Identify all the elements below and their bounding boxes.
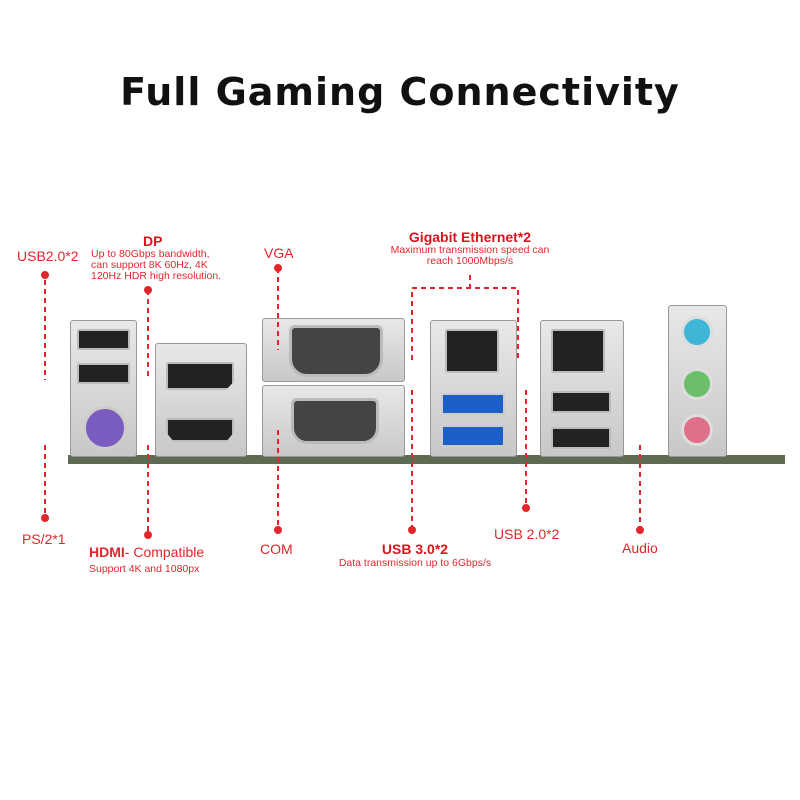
ethernet-usb3-port-block [430, 320, 517, 457]
usb2-right-label: USB 2.0*2 [494, 526, 560, 542]
motherboard-edge [68, 455, 785, 464]
audio-port-block [668, 305, 727, 457]
audio-line-in-jack [681, 316, 713, 348]
usb2-left-label: USB2.0*2 [17, 248, 79, 264]
audio-mic-jack [681, 414, 713, 446]
gigabit-ethernet-label: Gigabit Ethernet*2 [408, 229, 532, 245]
hdmi-description: Support 4K and 1080px [89, 563, 200, 575]
usb3-label: USB 3.0*2 [381, 541, 449, 557]
audio-line-out-jack [681, 368, 713, 400]
vga-port-block [262, 318, 405, 382]
com-port-block [262, 385, 405, 457]
usb3-description: Data transmission up to 6Gbps/s [338, 557, 492, 569]
dp-description: Up to 80Gbps bandwidth,can support 8K 60… [91, 248, 222, 282]
ps2-label: PS/2*1 [22, 531, 66, 547]
dp-label: DP [143, 233, 163, 249]
vga-label: VGA [264, 245, 294, 261]
dp-hdmi-port-block [155, 343, 247, 457]
ethernet-usb2-port-block [540, 320, 624, 457]
com-label: COM [260, 541, 293, 557]
page-title: Full Gaming Connectivity [120, 70, 680, 114]
hdmi-label: HDMI- Compatible [89, 544, 205, 560]
ps2-port [83, 406, 127, 450]
audio-label: Audio [622, 540, 658, 556]
usb2-ps2-port-block [70, 320, 137, 457]
